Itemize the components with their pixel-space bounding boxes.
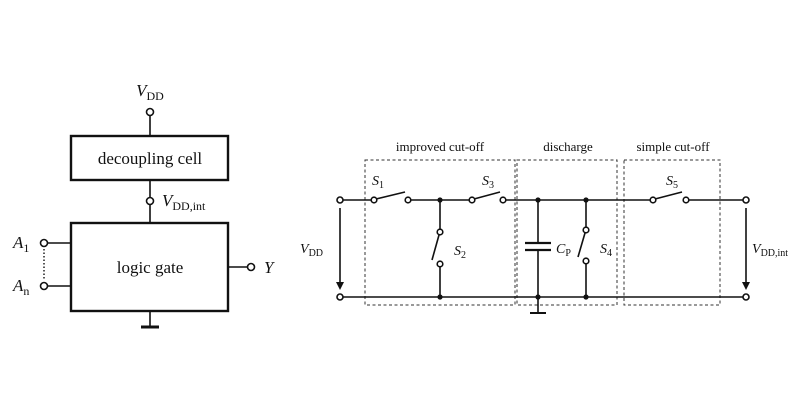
- section-label-simple-cutoff: simple cut-off: [636, 139, 710, 154]
- s4-contact-bottom: [582, 257, 590, 265]
- s1-contact-right: [404, 196, 412, 204]
- s2-blade: [431, 234, 440, 261]
- node-s2-bottom: [437, 294, 443, 300]
- vdd-out-terminal: [742, 196, 750, 204]
- s3-label: S3: [482, 174, 494, 191]
- gnd-out-terminal: [742, 293, 750, 301]
- output-y-label: Y: [264, 258, 275, 277]
- vdd-out-label: VDD,int: [752, 242, 788, 259]
- simple-cutoff-section: [623, 159, 721, 306]
- improved-cutoff-section: [364, 159, 516, 306]
- s1-label: S1: [372, 174, 384, 191]
- section-label-discharge: discharge: [543, 139, 593, 154]
- vdd-in-label: VDD: [300, 242, 323, 259]
- logic-gate-label: logic gate: [117, 258, 184, 277]
- vdd-in-terminal: [336, 196, 344, 204]
- input-a1-terminal: [39, 238, 49, 248]
- logic-gate-box: [69, 221, 230, 313]
- s2-contact-top: [436, 228, 444, 236]
- s4-blade: [577, 232, 586, 258]
- s5-blade: [654, 191, 683, 200]
- s1-contact-left: [370, 196, 378, 204]
- input-an-terminal: [39, 281, 49, 291]
- s4-label: S4: [600, 242, 612, 259]
- discharge-section: [516, 159, 618, 306]
- output-terminal: [246, 262, 256, 272]
- switch-schematic: improved cut-off discharge simple cut-of…: [300, 139, 788, 314]
- s4-contact-top: [582, 226, 590, 234]
- s3-contact-left: [468, 196, 476, 204]
- s5-contact-left: [649, 196, 657, 204]
- vdd-int-terminal: [145, 196, 155, 206]
- s1-blade: [375, 191, 406, 200]
- s5-contact-right: [682, 196, 690, 204]
- s3-contact-right: [499, 196, 507, 204]
- vdd-int-label: VDD,int: [162, 191, 206, 213]
- s2-contact-bottom: [436, 260, 444, 268]
- vdd-in-arrowhead: [336, 282, 344, 290]
- decoupling-cell-label: decoupling cell: [98, 149, 203, 168]
- gnd-in-terminal: [336, 293, 344, 301]
- vdd-out-arrowhead: [742, 282, 750, 290]
- cp-label: CP: [556, 242, 571, 259]
- decoupling-block-diagram: VDD decoupling cell VDD,int logic gate A…: [12, 81, 275, 329]
- section-label-improved-cutoff: improved cut-off: [396, 139, 485, 154]
- vdd-top-label: VDD: [136, 81, 164, 103]
- node-s4-bottom: [583, 294, 589, 300]
- vdd-terminal: [145, 107, 155, 117]
- s5-label: S5: [666, 174, 678, 191]
- s2-label: S2: [454, 244, 466, 261]
- s3-blade: [473, 191, 501, 200]
- input-a1-label: A1: [12, 233, 29, 255]
- input-an-label: An: [12, 276, 29, 298]
